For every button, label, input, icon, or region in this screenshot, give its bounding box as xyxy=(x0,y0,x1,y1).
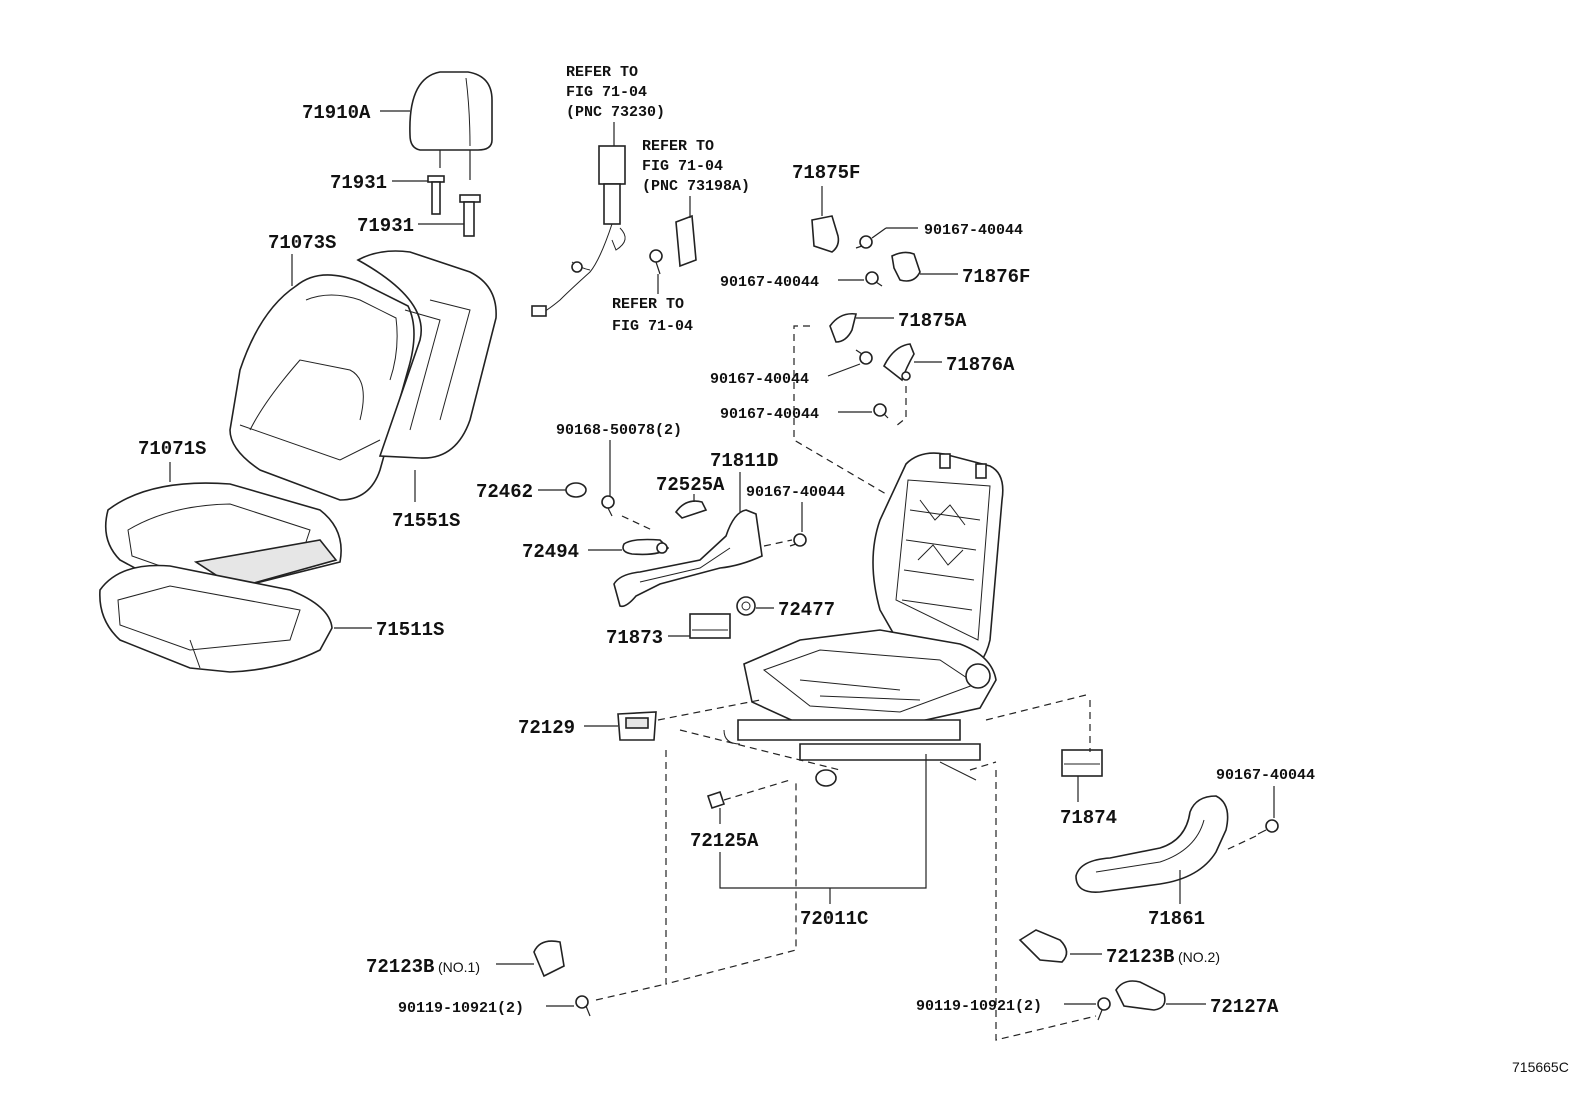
handle-72494[interactable] xyxy=(622,538,670,556)
label-90167-1: 90167-40044 xyxy=(924,222,1023,239)
cover-72123B-no1[interactable] xyxy=(533,940,565,978)
label-71910A: 71910A xyxy=(302,102,371,124)
label-71876A: 71876A xyxy=(946,354,1015,376)
ref-text-3b: FIG 71-04 xyxy=(612,318,693,335)
figure-id: 715665C xyxy=(1512,1059,1569,1075)
knob-72477[interactable] xyxy=(736,596,756,616)
label-90167-2: 90167-40044 xyxy=(720,274,819,291)
clip-72125A[interactable] xyxy=(706,790,726,810)
label-72011C: 72011C xyxy=(800,908,868,930)
screw-90167-2[interactable] xyxy=(865,271,883,287)
label-90167-5: 90167-40044 xyxy=(746,484,845,501)
label-72525A: 72525A xyxy=(656,474,725,496)
label-72123B-no2: 72123B xyxy=(1106,946,1174,968)
ref-text-2b: FIG 71-04 xyxy=(642,158,723,175)
screw-90167-3[interactable] xyxy=(855,349,873,365)
screw-90167-6[interactable] xyxy=(1257,819,1279,835)
label-71874: 71874 xyxy=(1060,807,1117,829)
note-72123B-no2: (NO.2) xyxy=(1178,949,1220,965)
cover-71873[interactable] xyxy=(689,613,731,639)
bolt-90119-1[interactable] xyxy=(575,995,591,1017)
label-71875A: 71875A xyxy=(898,310,967,332)
headrest-guide-71931-b[interactable] xyxy=(459,194,481,237)
cover-71876A[interactable] xyxy=(882,343,915,382)
seatback-cover-71073S[interactable] xyxy=(229,274,415,501)
label-90119-2: 90119-10921(2) xyxy=(916,998,1042,1015)
screw-90167-1[interactable] xyxy=(855,235,873,249)
shield-71861[interactable] xyxy=(1075,795,1229,893)
label-71551S: 71551S xyxy=(392,510,460,532)
bracket-72129[interactable] xyxy=(617,711,657,741)
label-90119-1: 90119-10921(2) xyxy=(398,1000,524,1017)
note-72123B-no1: (NO.1) xyxy=(438,959,480,975)
knob-72462[interactable] xyxy=(565,482,587,498)
label-71876F: 71876F xyxy=(962,266,1030,288)
label-90167-4: 90167-40044 xyxy=(720,406,819,423)
label-71071S: 71071S xyxy=(138,438,206,460)
ref-text-2c: (PNC 73198A) xyxy=(642,178,750,195)
ref-text-1a: REFER TO xyxy=(566,64,638,81)
cover-72525A[interactable] xyxy=(674,500,708,519)
headrest-guide-71931-a[interactable] xyxy=(427,175,445,215)
ref-text-1c: (PNC 73230) xyxy=(566,104,665,121)
ref-text-2a: REFER TO xyxy=(642,138,714,155)
label-72462: 72462 xyxy=(476,481,533,503)
headrest-71910A[interactable] xyxy=(409,71,493,180)
label-90167-3: 90167-40044 xyxy=(710,371,809,388)
screw-90167-4[interactable] xyxy=(873,403,889,419)
label-72123B-no1: 72123B xyxy=(366,956,434,978)
seat-frame-assembly[interactable] xyxy=(723,452,1004,787)
label-71073S: 71073S xyxy=(268,232,336,254)
screw-90167-5[interactable] xyxy=(789,533,807,547)
label-71511S: 71511S xyxy=(376,619,444,641)
label-71875F: 71875F xyxy=(792,162,860,184)
label-90168: 90168-50078(2) xyxy=(556,422,682,439)
clip-90168-50078[interactable] xyxy=(601,495,615,517)
label-72127A: 72127A xyxy=(1210,996,1279,1018)
label-71811D: 71811D xyxy=(710,450,778,472)
seat-belt-buckle[interactable] xyxy=(531,145,626,317)
cover-72123B-no2[interactable] xyxy=(1018,929,1068,963)
label-71931-b: 71931 xyxy=(357,215,414,237)
label-72125A: 72125A xyxy=(690,830,759,852)
cover-71875F[interactable] xyxy=(811,215,840,253)
seat-cushion-pad-71511S[interactable] xyxy=(99,564,333,673)
cover-71875A[interactable] xyxy=(829,312,857,343)
ref-text-3a: REFER TO xyxy=(612,296,684,313)
belt-anchor-bolt[interactable] xyxy=(649,249,663,275)
belt-anchor-cover[interactable] xyxy=(675,214,697,268)
cover-71874[interactable] xyxy=(1061,749,1103,777)
label-71931-a: 71931 xyxy=(330,172,387,194)
bolt-90119-2[interactable] xyxy=(1097,997,1111,1021)
label-72494: 72494 xyxy=(522,541,579,563)
label-71873: 71873 xyxy=(606,627,663,649)
label-72477: 72477 xyxy=(778,599,835,621)
cover-71876F[interactable] xyxy=(891,251,921,282)
label-90167-6: 90167-40044 xyxy=(1216,767,1315,784)
cover-72127A[interactable] xyxy=(1115,980,1166,1011)
ref-text-1b: FIG 71-04 xyxy=(566,84,647,101)
shield-71811D[interactable] xyxy=(613,509,763,608)
label-72129: 72129 xyxy=(518,717,575,739)
seatback-pad-71551S[interactable] xyxy=(356,250,497,459)
label-71861: 71861 xyxy=(1148,908,1205,930)
